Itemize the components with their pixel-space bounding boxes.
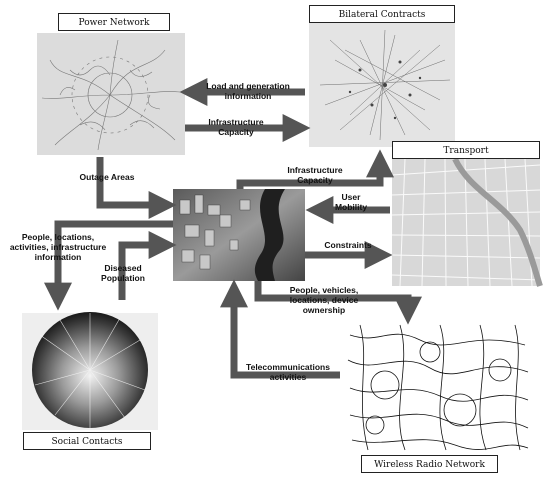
arrow-people-locations xyxy=(44,220,173,311)
label-people-vehicles: People, vehicles, locations, device owne… xyxy=(289,285,359,315)
label-outage-areas: Outage Areas xyxy=(79,172,135,182)
label-telecom-activities: Telecommunications activities xyxy=(246,362,330,382)
label-constraints: Constraints xyxy=(324,240,372,250)
label-infrastructure-capacity-1: Infrastructure Capacity xyxy=(208,117,264,137)
label-infrastructure-capacity-2: Infrastructure Capacity xyxy=(287,165,343,185)
arrow-people-vehicles xyxy=(254,281,422,325)
wireless-radio-network-title: Wireless Radio Network xyxy=(361,455,498,473)
social-contacts-title: Social Contacts xyxy=(23,432,151,450)
label-diseased-population: Diseased Population xyxy=(101,263,145,283)
transport-title: Transport xyxy=(392,141,540,159)
wireless-radio-network-image xyxy=(344,322,530,452)
bilateral-contracts-title: Bilateral Contracts xyxy=(309,5,455,23)
arrow-infrastructure-capacity-2 xyxy=(236,149,394,189)
label-user-mobility: User Mobility xyxy=(334,192,368,212)
arrow-outage-areas xyxy=(96,157,177,219)
bilateral-contracts-image xyxy=(309,22,455,147)
arrow-telecom-activities xyxy=(220,279,340,379)
power-network-image xyxy=(37,33,185,155)
transport-image xyxy=(391,157,543,287)
social-contacts-image xyxy=(22,312,158,430)
label-people-locations: People, locations, activities, infrastru… xyxy=(9,232,107,262)
city-image xyxy=(173,189,305,281)
label-load-generation: Load and generation information xyxy=(206,81,290,101)
power-network-title: Power Network xyxy=(58,13,170,31)
arrow-diseased-population xyxy=(118,231,177,300)
